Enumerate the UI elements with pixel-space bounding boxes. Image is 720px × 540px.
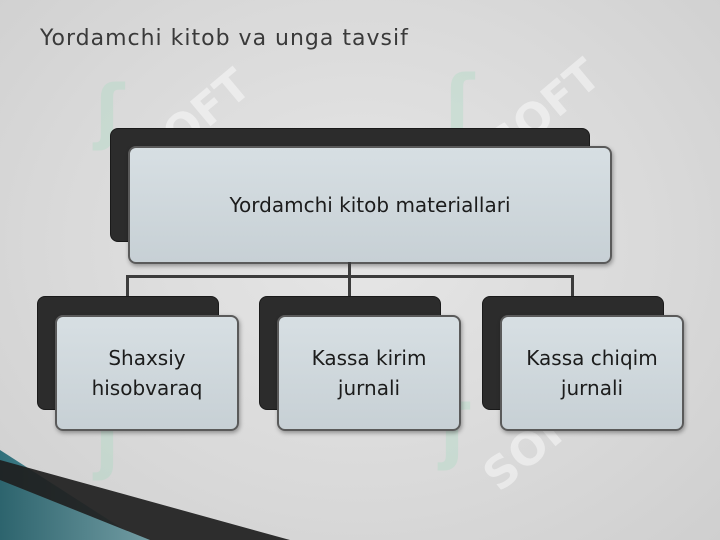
connector-drop-middle [348,275,351,297]
connector-vertical [348,262,351,276]
child-node-label-line1: Kassa chiqim [526,346,658,370]
child-node-label-line2: jurnali [560,376,624,400]
wedge-teal-front [0,480,150,540]
child-node-shaxsiy: Shaxsiy hisobvaraq [55,315,239,431]
child-node-kassa-kirim: Kassa kirim jurnali [277,315,461,431]
child-node-label-line1: Shaxsiy [108,346,186,370]
child-node-label-line1: Kassa kirim [311,346,427,370]
decorative-wedge [0,450,290,540]
root-node-label: Yordamchi kitob materiallari [229,193,511,217]
child-node-label-line2: jurnali [337,376,401,400]
connector-drop-right [571,275,574,297]
child-node-kassa-chiqim: Kassa chiqim jurnali [500,315,684,431]
connector-drop-left [126,275,129,297]
slide-title: Yordamchi kitob va unga tavsif [40,26,409,51]
root-node: Yordamchi kitob materiallari [128,146,612,264]
child-node-label-line2: hisobvaraq [91,376,203,400]
